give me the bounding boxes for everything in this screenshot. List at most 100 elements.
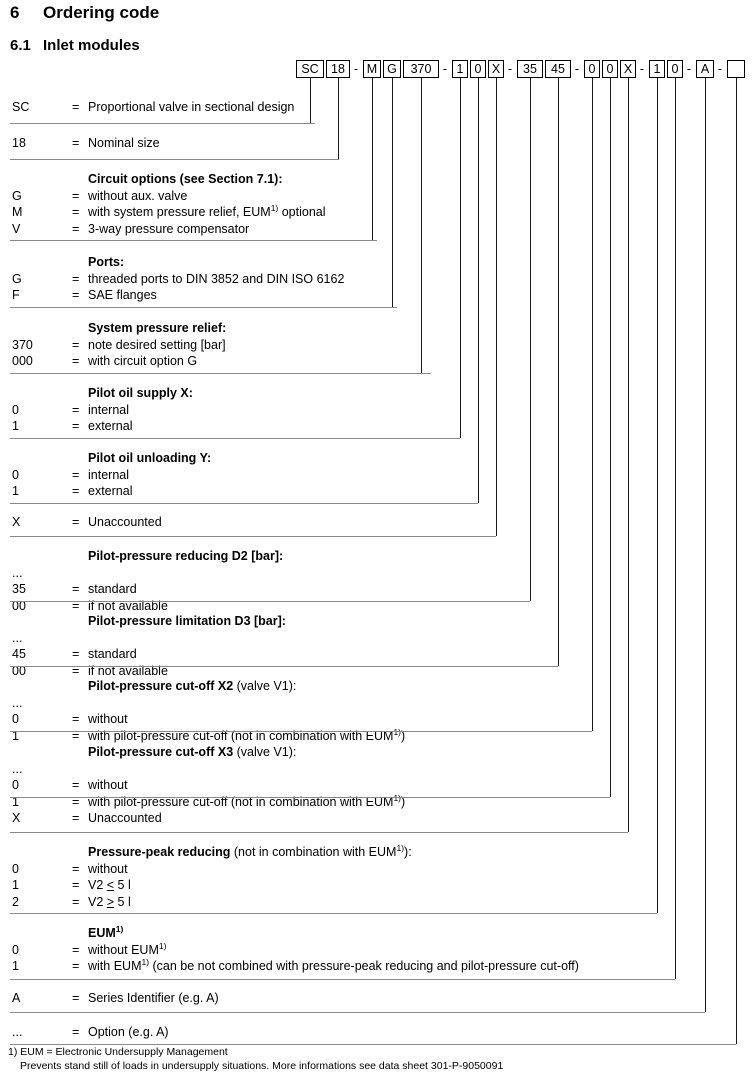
code-separator: -: [717, 62, 723, 76]
row-equals-pilot-pressure-limitation-1: =: [72, 647, 80, 661]
row-text-ports-0: threaded ports to DIN 3852 and DIN ISO 6…: [88, 271, 345, 286]
row-text-pilot-oil-supply-1: external: [88, 419, 133, 433]
connector-vline-eum: [675, 78, 676, 979]
row-rule-ports: [10, 307, 397, 308]
row-title-system-pressure-relief: System pressure relief:: [88, 321, 227, 335]
code-box-unaccounted-2[interactable]: X: [620, 60, 636, 78]
row-code-unaccounted-1-0: X: [12, 515, 21, 529]
code-box-circuit-option[interactable]: M: [363, 60, 381, 78]
row-equals-unaccounted-2-0: =: [72, 811, 80, 825]
footnote: 1) EUM = Electronic Undersupply Manageme…: [8, 1046, 503, 1073]
code-box-ports[interactable]: G: [383, 60, 401, 78]
row-code-pilot-pressure-cutoff-x3-2: 1: [12, 794, 19, 809]
row-equals-pilot-pressure-cutoff-x2-1: =: [72, 712, 80, 726]
row-text-circuit-options-1: with system pressure relief, EUM1) optio…: [88, 202, 326, 219]
row-code-pilot-pressure-cutoff-x2-2: 1: [12, 728, 19, 743]
subheading-text: Inlet modules: [43, 37, 140, 54]
explanation-row-unaccounted-2: X = Unaccounted: [10, 811, 628, 834]
row-text-ports-1: SAE flanges: [88, 288, 157, 302]
row-equals-pilot-pressure-cutoff-x3-1: =: [72, 778, 80, 792]
row-equals-system-pressure-relief-1: =: [72, 354, 80, 368]
explanation-row-series-identifier: A=Series Identifier (e.g. A): [10, 991, 705, 1014]
code-box-eum[interactable]: 0: [667, 60, 683, 78]
row-code-pressure-peak-reducing-0: 0: [12, 861, 19, 876]
code-box-nominal-size[interactable]: 18: [326, 60, 350, 78]
code-box-type[interactable]: SC: [296, 60, 324, 78]
row-code-pilot-oil-supply-0: 0: [12, 402, 19, 417]
code-box-pressure-peak-reducing[interactable]: 1: [649, 60, 665, 78]
row-equals-series-identifier-0: =: [72, 991, 80, 1005]
code-box-pilot-oil-supply[interactable]: 1: [452, 60, 468, 78]
row-equals-ports-0: =: [72, 271, 80, 286]
row-equals-pressure-peak-reducing-0: =: [72, 861, 80, 876]
row-title-pilot-pressure-cutoff-x3: Pilot-pressure cut-off X3 (valve V1):: [88, 745, 297, 759]
code-box-pilot-pressure-limitation[interactable]: 45: [545, 60, 571, 78]
row-code-pilot-pressure-limitation-2: 00: [12, 663, 26, 678]
row-text-pilot-pressure-reducing-1: standard: [88, 582, 137, 596]
row-title-eum: EUM1): [88, 923, 124, 940]
row-equals-pilot-pressure-reducing-1: =: [72, 582, 80, 596]
explanation-row-circuit-options: Circuit options (see Section 7.1): G = with…: [10, 172, 377, 242]
row-code-pilot-pressure-limitation-1: 45: [12, 647, 26, 661]
row-rule-nominal-size: [10, 159, 339, 160]
row-code-circuit-options-0: G: [12, 188, 22, 203]
code-separator: -: [353, 62, 359, 76]
row-title-pressure-peak-reducing: Pressure-peak reducing (not in combinati…: [88, 842, 412, 859]
code-box-pilot-oil-unloading[interactable]: 0: [470, 60, 486, 78]
subheading-number: 6.1: [10, 37, 31, 54]
row-rule-circuit-options: [10, 240, 377, 241]
row-rule-system-pressure-relief: [10, 373, 431, 374]
row-equals-pressure-peak-reducing-1: =: [72, 878, 80, 892]
row-code-pilot-pressure-reducing-2: 00: [12, 598, 26, 613]
row-code-pilot-pressure-reducing-0: ...: [12, 565, 23, 580]
row-code-ports-0: G: [12, 271, 22, 286]
row-code-eum-1: 1: [12, 959, 19, 973]
code-box-pilot-pressure-cutoff-x2[interactable]: 0: [584, 60, 600, 78]
row-code-ports-1: F: [12, 288, 20, 302]
code-box-pilot-pressure-reducing[interactable]: 35: [517, 60, 543, 78]
row-equals-nominal-size-0: =: [72, 136, 80, 150]
connector-vline-pilot-pressure-cutoff-x3: [610, 78, 611, 797]
row-code-nominal-size-0: 18: [12, 136, 26, 150]
row-code-circuit-options-2: V: [12, 221, 21, 236]
row-rule-option: [10, 1044, 736, 1045]
row-rule-unaccounted-1: [10, 536, 496, 537]
row-text-unaccounted-2-0: Unaccounted: [88, 811, 162, 825]
row-rule-pilot-oil-unloading: [10, 503, 478, 504]
code-box-pilot-pressure-cutoff-x3[interactable]: 0: [602, 60, 618, 78]
row-code-type-0: SC: [12, 100, 30, 114]
row-text-pressure-peak-reducing-1: V2 < 5 l: [88, 878, 131, 892]
row-code-pressure-peak-reducing-1: 1: [12, 878, 19, 892]
row-rule-unaccounted-2: [10, 832, 628, 833]
row-code-option-0: ...: [12, 1025, 23, 1039]
code-box-system-pressure-relief[interactable]: 370: [403, 60, 439, 78]
row-equals-unaccounted-1-0: =: [72, 515, 80, 529]
code-box-unaccounted-1[interactable]: X: [488, 60, 504, 78]
row-code-system-pressure-relief-1: 000: [12, 354, 33, 368]
row-equals-pilot-oil-supply-0: =: [72, 402, 80, 417]
section-title: 6.1 Inlet modules: [10, 37, 140, 54]
row-equals-pilot-pressure-cutoff-x2-2: =: [72, 728, 80, 743]
explanation-row-unaccounted-1: X = Unaccounted: [10, 515, 496, 538]
code-separator: -: [574, 62, 580, 76]
row-text-eum-1: with EUM1) (can be not combined with pre…: [88, 956, 579, 973]
row-code-unaccounted-2-0: X: [12, 811, 21, 825]
explanation-row-ports: Ports:G=threaded ports to DIN 3852 and D…: [10, 255, 397, 309]
row-code-pilot-pressure-cutoff-x3-0: ...: [12, 761, 23, 776]
code-box-series-identifier[interactable]: A: [696, 60, 714, 78]
row-equals-pressure-peak-reducing-2: =: [72, 894, 80, 909]
explanation-row-pilot-pressure-cutoff-x2: Pilot-pressure cut-off X2 (valve V1):...…: [10, 679, 592, 743]
explanation-row-system-pressure-relief: System pressure relief:370=note desired …: [10, 321, 431, 375]
row-text-system-pressure-relief-0: note desired setting [bar]: [88, 337, 226, 352]
row-equals-pilot-oil-supply-1: =: [72, 419, 80, 433]
row-text-unaccounted-1-0: Unaccounted: [88, 515, 162, 529]
footnote-line-1: 1) EUM = Electronic Undersupply Manageme…: [8, 1046, 228, 1058]
code-box-option[interactable]: [727, 60, 745, 78]
connector-vline-nominal-size: [338, 78, 339, 159]
row-code-circuit-options-1: M: [12, 205, 23, 219]
row-equals-circuit-options-1: =: [72, 205, 80, 219]
row-code-pilot-pressure-reducing-1: 35: [12, 582, 26, 596]
row-title-circuit-options: Circuit options (see Section 7.1):: [88, 172, 283, 186]
row-text-pilot-oil-supply-0: internal: [88, 402, 129, 417]
